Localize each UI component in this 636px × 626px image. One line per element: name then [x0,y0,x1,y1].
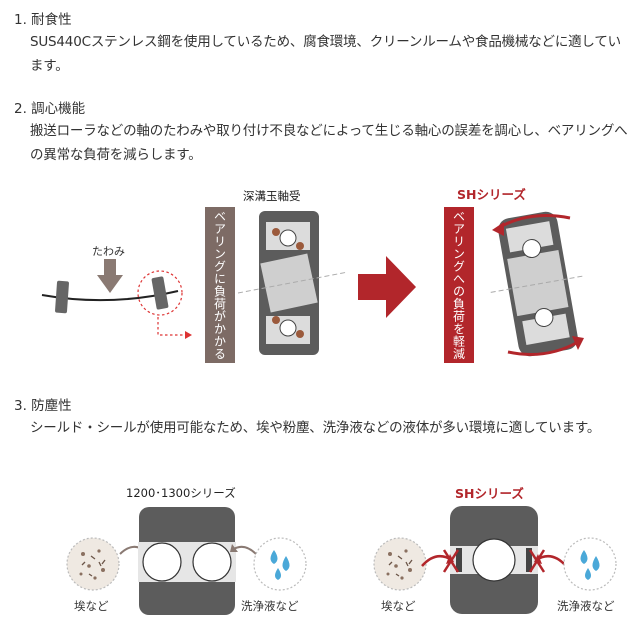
contact-point [272,228,280,236]
section-heading-self-aligning: 2. 調心機能 [14,101,86,117]
pointer-arrow-icon [185,331,192,339]
rotate-arrow-top-icon [497,214,571,230]
dust-circle-icon [66,537,120,591]
water-drop-circle-icon [253,537,307,591]
liquid-label-right: 洗浄液など [557,599,615,613]
dust-label-right: 埃など [381,599,416,613]
arrow-liquid-in-left-icon [230,544,257,555]
reduce-load-band: ベアリングへの負荷を軽減 [444,207,474,363]
section-heading-dustproof: 3. 防塵性 [14,398,72,414]
contact-point [296,330,304,338]
standard-series-title: 1200･1300シリーズ [126,486,236,500]
load-band: ベアリングに負荷がかかる [205,207,235,363]
pointer-line [157,317,185,336]
sh-bearing [490,211,586,357]
section-body-self-aligning: 搬送ローラなどの軸のたわみや取り付け不良などによって生じる軸心の誤差を調心し、ベ… [30,123,628,163]
deep-groove-bearing [237,211,349,355]
section-heading-corrosion: 1. 耐食性 [14,12,72,28]
standard-bearing [138,507,236,615]
sh-series-title-fig2: SHシリーズ [455,486,524,501]
sh-sealed-bearing [421,506,567,614]
rotate-arrow-bottom-icon [507,340,579,356]
right-roller [151,276,169,310]
sh-series-title-fig1: SHシリーズ [457,187,526,202]
liquid-label-left: 洗浄液など [241,599,299,613]
left-roller [55,280,69,314]
highlight-circle [137,270,183,316]
shaft-deflection-illustration [41,259,192,339]
deflection-label: たわみ [92,245,125,258]
deflection-arrow-icon [97,259,123,293]
section-body-dustproof: シールド・シールが使用可能なため、埃や粉塵、洗浄液などの液体が多い環境に適してい… [30,420,601,436]
big-right-arrow-icon [358,256,416,318]
dust-circle-icon [373,537,427,591]
deep-groove-title: 深溝玉軸受 [243,189,301,203]
contact-point [296,242,304,250]
contact-point [272,316,280,324]
dust-label-left: 埃など [74,599,109,613]
section-body-corrosion: SUS440Cステンレス鋼を使用しているため、腐食環境、クリーンルームや食品機械… [30,34,621,74]
water-drop-circle-icon [563,537,617,591]
